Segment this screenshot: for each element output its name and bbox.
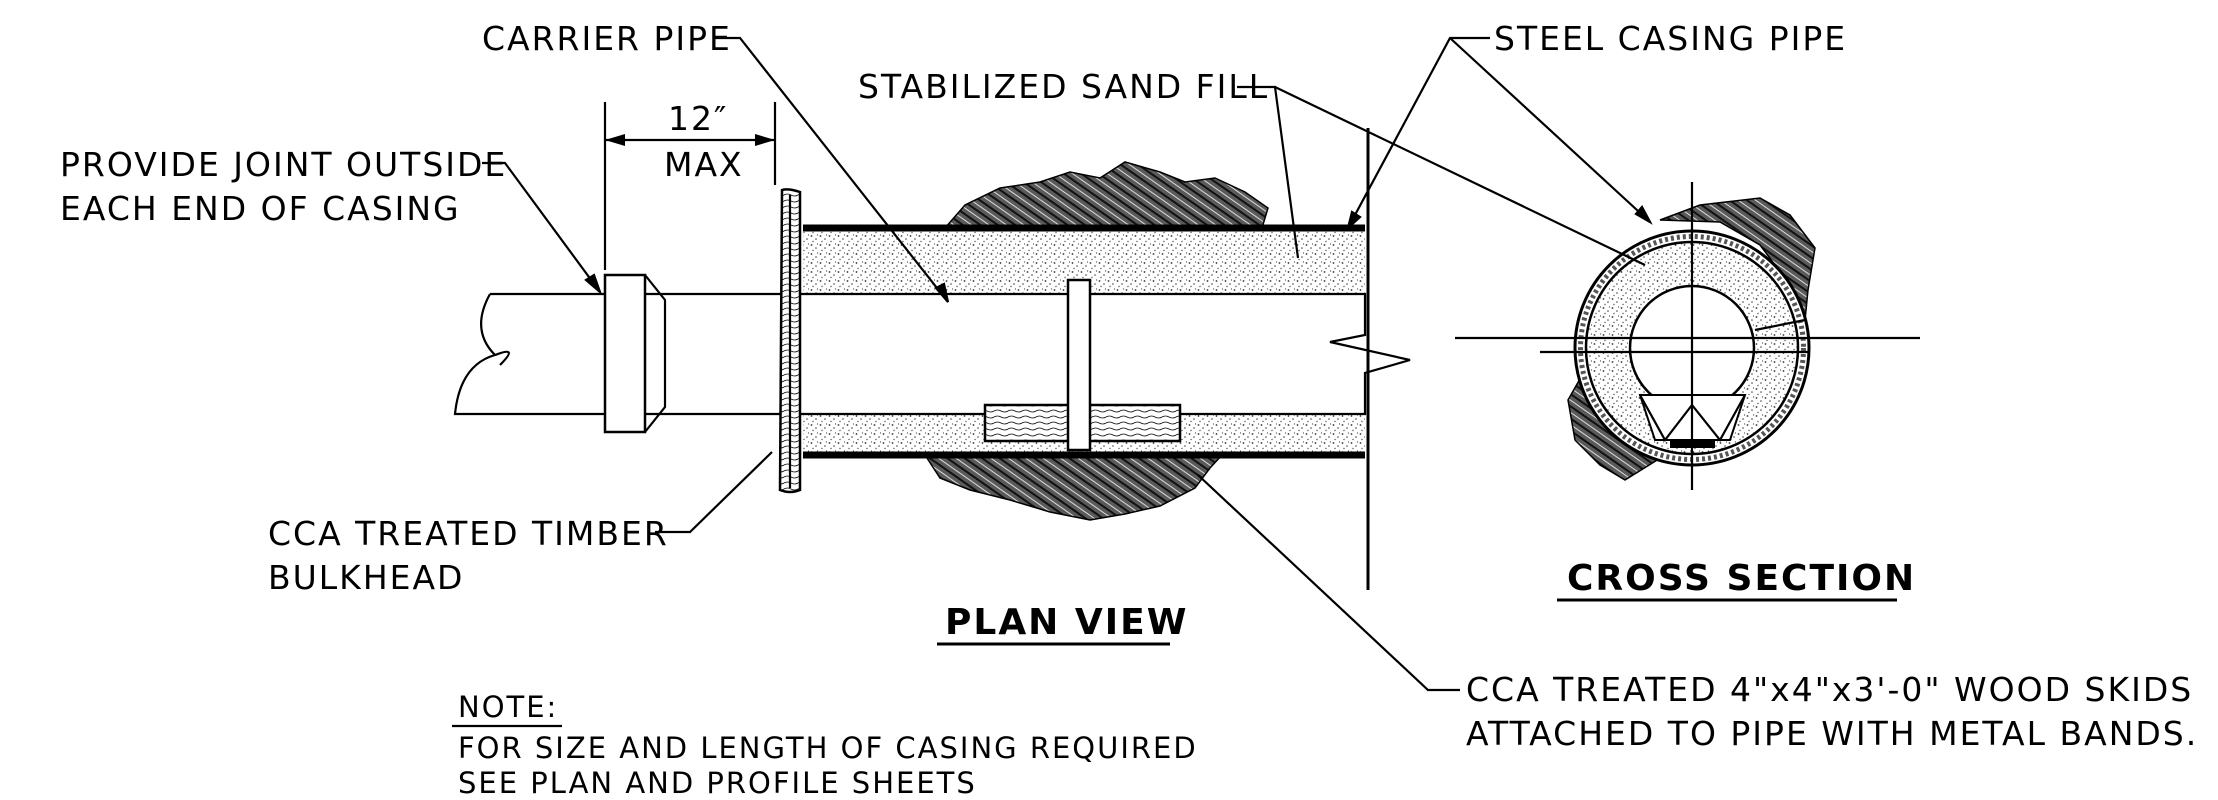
note-heading: NOTE: — [458, 690, 558, 724]
label-joint-line1: PROVIDE JOINT OUTSIDE — [60, 145, 507, 184]
leaders — [482, 36, 1653, 692]
note-line1: FOR SIZE AND LENGTH OF CASING REQUIRED — [458, 731, 1198, 765]
label-bulkhead-line2: BULKHEAD — [268, 558, 464, 597]
title-plan-view: PLAN VIEW — [945, 602, 1188, 643]
cross-section — [1455, 182, 1920, 490]
label-carrier-pipe: CARRIER PIPE — [482, 19, 732, 58]
native-earth-top — [943, 161, 1269, 229]
carrier-pipe — [490, 292, 1411, 416]
label-steel-casing-pipe: STEEL CASING PIPE — [1494, 19, 1847, 58]
plan-view — [453, 102, 1411, 590]
bell-joint — [603, 273, 647, 434]
label-skids-line2: ATTACHED TO PIPE WITH METAL BANDS. — [1466, 714, 2198, 753]
label-joint-line2: EACH END OF CASING — [60, 189, 461, 228]
label-bulkhead-line1: CCA TREATED TIMBER — [268, 514, 669, 553]
metal-band — [1066, 278, 1092, 452]
native-earth-bottom — [923, 454, 1224, 521]
title-cross-section: CROSS SECTION — [1567, 558, 1916, 599]
label-stabilized-sand-fill: STABILIZED SAND FILL — [858, 67, 1269, 106]
note-line2: SEE PLAN AND PROFILE SHEETS — [458, 766, 977, 800]
earth-upper-right — [1659, 197, 1816, 321]
label-skids-line1: CCA TREATED 4"x4"x3'-0" WOOD SKIDS — [1466, 670, 2193, 709]
label-dimension-value: 12″ — [668, 99, 728, 138]
pipe-break-end — [453, 293, 498, 416]
label-dimension-max: MAX — [664, 145, 744, 184]
